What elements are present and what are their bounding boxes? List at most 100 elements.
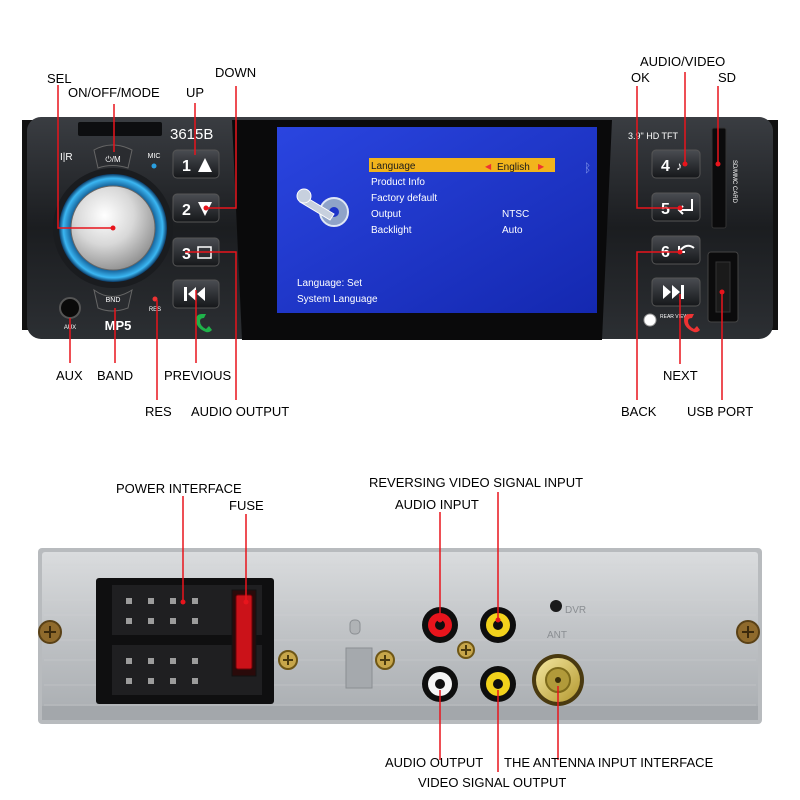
- front-callout-lines: [57, 72, 723, 400]
- disc-slot: [78, 122, 162, 136]
- call-reject-icon[interactable]: [684, 314, 700, 333]
- menu-value-language[interactable]: English: [497, 162, 530, 173]
- settings-wrench-icon: [296, 188, 349, 227]
- menu-item-backlight[interactable]: Backlight: [371, 225, 412, 236]
- down-line: [206, 86, 237, 209]
- chassis-bottom-lip: [42, 706, 758, 720]
- label-next: NEXT: [663, 368, 698, 383]
- slot-hole: [349, 619, 361, 635]
- menu-value-output[interactable]: NTSC: [502, 209, 529, 220]
- dvr-port[interactable]: [550, 600, 562, 612]
- usb-socket: [715, 261, 731, 313]
- rear-callout-labels: POWER INTERFACE FUSE REVERSING VIDEO SIG…: [116, 475, 714, 790]
- model-label: 3615B: [170, 126, 213, 143]
- label-power-interface: POWER INTERFACE: [116, 481, 242, 496]
- power-interface-connector[interactable]: [96, 578, 274, 704]
- menu-value-backlight[interactable]: Auto: [502, 225, 523, 236]
- dvr-label: DVR: [565, 605, 586, 616]
- camera-icon: [643, 313, 657, 327]
- label-ok: OK: [631, 70, 650, 85]
- label-sd: SD: [718, 70, 736, 85]
- button-1-number: 1: [182, 158, 191, 175]
- sd-card-slot[interactable]: [711, 127, 727, 229]
- menu-item-product-info[interactable]: Product Info: [371, 177, 425, 188]
- label-down: DOWN: [215, 65, 256, 80]
- mic-hole: [151, 163, 157, 169]
- button-4-audio-video[interactable]: [651, 149, 701, 179]
- label-sel: SEL: [47, 71, 72, 86]
- label-previous: PREVIOUS: [164, 368, 232, 383]
- right-button-column: 4 ♪ 5 6 REAR VIEW: [643, 149, 701, 333]
- audio-output-line: [185, 251, 237, 400]
- antenna-input-jack[interactable]: [532, 654, 584, 706]
- label-back: BACK: [621, 404, 657, 419]
- previous-icon: [184, 287, 205, 301]
- ir-icon: I|R: [60, 152, 73, 163]
- menu-item-language[interactable]: Language: [371, 161, 416, 172]
- ok-line: [636, 86, 680, 209]
- label-audio-output-rear: AUDIO OUTPUT: [385, 755, 483, 770]
- aux-jack[interactable]: [59, 297, 81, 319]
- mounting-screws: [38, 620, 760, 670]
- band-button[interactable]: [93, 288, 133, 312]
- menu-item-output[interactable]: Output: [371, 209, 401, 220]
- label-fuse: FUSE: [229, 498, 264, 513]
- front-callout-dots: [110, 161, 725, 295]
- res-label: RES: [149, 307, 161, 313]
- bluetooth-icon: ᛒ: [584, 161, 591, 175]
- button-4-number: 4: [661, 158, 670, 175]
- left-arrow-icon: ◀: [485, 162, 492, 171]
- button-1-up[interactable]: [172, 149, 220, 179]
- label-usb-port: USB PORT: [687, 404, 753, 419]
- up-arrow-icon: [198, 158, 212, 172]
- next-icon: [663, 285, 684, 299]
- rear-view-label: REAR VIEW: [660, 314, 688, 320]
- back-line: [636, 251, 680, 400]
- label-on-off-mode: ON/OFF/MODE: [68, 85, 160, 100]
- bnd-label: BND: [106, 297, 121, 304]
- label-band: BAND: [97, 368, 133, 383]
- label-antenna: THE ANTENNA INPUT INTERFACE: [504, 755, 714, 770]
- ant-label: ANT: [547, 630, 567, 641]
- label-aux: AUX: [56, 368, 83, 383]
- button-3-number: 3: [182, 246, 191, 263]
- audio-input-jack[interactable]: [422, 607, 458, 643]
- mic-label: MIC: [148, 153, 161, 160]
- button-2-number: 2: [182, 202, 191, 219]
- right-arrow-icon: ▶: [538, 162, 545, 171]
- fuse[interactable]: [235, 594, 253, 670]
- label-up: UP: [186, 85, 204, 100]
- video-output-jack[interactable]: [480, 666, 516, 702]
- sel-line: [57, 85, 113, 229]
- ground-bracket: [345, 647, 373, 689]
- label-audio-video: AUDIO/VIDEO: [640, 54, 725, 69]
- label-video-output: VIDEO SIGNAL OUTPUT: [418, 775, 566, 790]
- front-panel: 3615B ⏻/M MIC I|R BND MP5 RES AUX 1 2 3: [22, 117, 778, 340]
- rear-callout-dots: [180, 599, 501, 623]
- brand-label: MP5: [105, 318, 132, 333]
- rear-callout-lines: [182, 492, 559, 772]
- label-reversing-video: REVERSING VIDEO SIGNAL INPUT: [369, 475, 583, 490]
- power-icon: ⏻/M: [105, 155, 121, 164]
- audio-output-jack[interactable]: [422, 666, 458, 702]
- status-line-2: System Language: [297, 294, 378, 305]
- reversing-video-input-jack[interactable]: [480, 607, 516, 643]
- sd-card-slot-label: SD/MMC CARD: [731, 160, 737, 204]
- menu-item-factory-default[interactable]: Factory default: [371, 193, 437, 204]
- button-6-back[interactable]: [651, 235, 701, 265]
- music-video-icon: ♪: [676, 159, 682, 173]
- power-button[interactable]: [93, 144, 133, 169]
- label-audio-output-front: AUDIO OUTPUT: [191, 404, 289, 419]
- settings-menu: Language ◀ English ▶ Product Info Factor…: [296, 158, 591, 305]
- call-answer-icon[interactable]: [196, 314, 212, 333]
- status-line-1: Language: Set: [297, 278, 362, 289]
- button-5-number: 5: [661, 201, 670, 218]
- front-callout-labels: SEL ON/OFF/MODE UP DOWN AUX BAND PREVIOU…: [47, 54, 753, 419]
- display-spec-label: 3.9" HD TFT: [628, 131, 679, 141]
- menu-highlight: [369, 158, 555, 172]
- label-audio-input: AUDIO INPUT: [395, 497, 479, 512]
- label-res: RES: [145, 404, 172, 419]
- rear-panel: DVR ANT: [38, 548, 762, 724]
- button-5-ok[interactable]: [651, 192, 701, 222]
